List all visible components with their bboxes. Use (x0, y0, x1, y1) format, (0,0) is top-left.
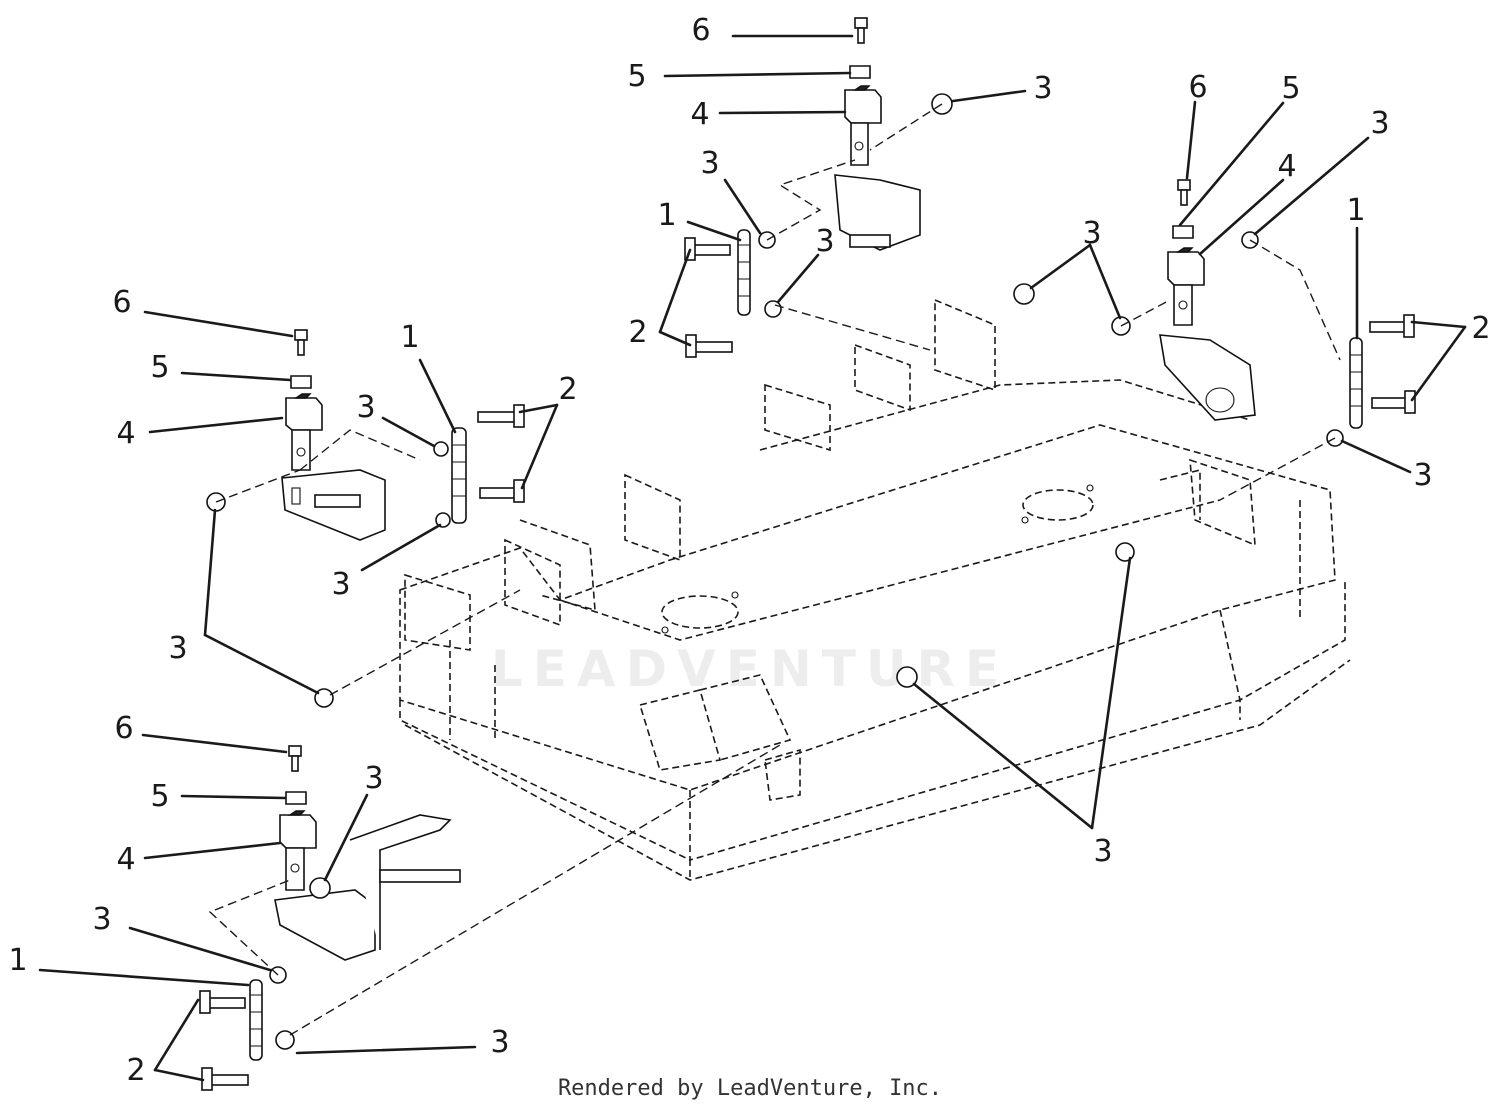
assembly-left-front (199, 744, 781, 1091)
callout-number: 2 (1471, 311, 1490, 346)
callout-number: 3 (1370, 106, 1389, 141)
callout-number: 3 (331, 567, 350, 602)
callout-number: 6 (112, 285, 131, 320)
callout-number: 3 (1093, 834, 1112, 869)
callout-number: 3 (1413, 458, 1432, 493)
callout-number: 6 (691, 13, 710, 48)
callout-number: 2 (126, 1053, 145, 1088)
callout-number: 3 (92, 902, 111, 937)
assembly-left-rear (206, 329, 525, 708)
render-credit: Rendered by LeadVenture, Inc. (557, 1076, 943, 1101)
callout-number: 5 (150, 350, 169, 385)
leader-lines (38, 34, 1467, 1082)
callout-labels: 6 5 4 3 3 1 3 2 6 5 3 4 3 1 2 3 6 5 4 3 … (8, 13, 1490, 1088)
callout-number: 6 (1188, 70, 1207, 105)
callout-number: 4 (690, 97, 709, 132)
callout-number: 1 (400, 320, 419, 355)
callout-number: 3 (1082, 216, 1101, 251)
callout-number: 1 (8, 943, 27, 978)
mower-deck (399, 298, 1351, 881)
callout-number: 2 (628, 315, 647, 350)
assembly-right-rear (896, 179, 1416, 688)
callout-number: 3 (490, 1025, 509, 1060)
callout-number: 4 (1277, 149, 1296, 184)
callout-number: 1 (657, 198, 676, 233)
callout-number: 3 (700, 146, 719, 181)
callout-number: 4 (116, 416, 135, 451)
assembly-rear-center (684, 17, 953, 358)
callout-number: 2 (558, 372, 577, 407)
callout-number: 3 (168, 631, 187, 666)
callout-number: 1 (1346, 193, 1365, 228)
callout-number: 3 (356, 390, 375, 425)
callout-number: 5 (150, 779, 169, 814)
callout-number: 6 (114, 711, 133, 746)
callout-number: 3 (364, 761, 383, 796)
callout-number: 3 (815, 224, 834, 259)
callout-number: 5 (627, 59, 646, 94)
callout-number: 4 (116, 842, 135, 877)
watermark-text: LEADVENTURE (490, 640, 1010, 698)
callout-number: 3 (1033, 71, 1052, 106)
callout-number: 5 (1281, 71, 1300, 106)
